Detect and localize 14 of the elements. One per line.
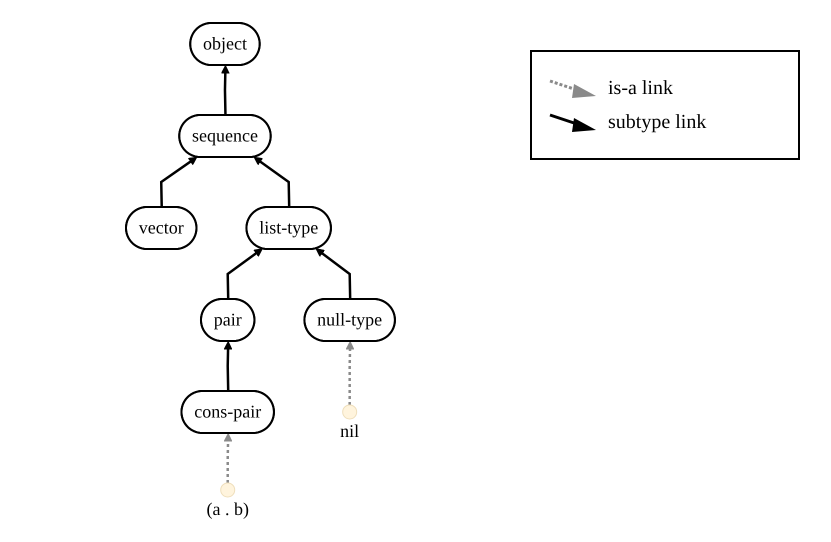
arrow bbox=[223, 341, 232, 392]
arrow bbox=[160, 156, 197, 208]
node-caption: (a . b) bbox=[206, 498, 248, 519]
arrow bbox=[253, 156, 290, 208]
legend-label: is-a link bbox=[608, 76, 673, 100]
arrow bbox=[345, 341, 354, 405]
arrow bbox=[226, 248, 262, 300]
node-circle bbox=[342, 404, 357, 420]
legend-label: subtype link bbox=[608, 110, 706, 134]
node-circle bbox=[220, 482, 235, 498]
node-caption: nil bbox=[340, 420, 359, 441]
arrow bbox=[315, 248, 351, 300]
arrow bbox=[223, 433, 232, 483]
arrow bbox=[220, 65, 230, 116]
